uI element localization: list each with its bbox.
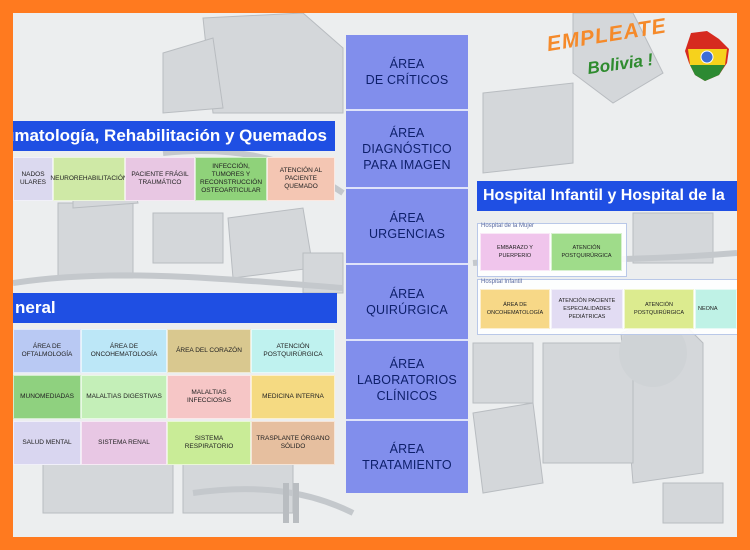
infantil-banner-title: Hospital Infantil y Hospital de la <box>483 187 725 204</box>
area-diagnostico-line3: PARA IMAGEN <box>363 158 451 172</box>
area-tratamiento-line2: TRATAMIENTO <box>362 458 452 472</box>
area-urgencias: ÁREA URGENCIAS <box>346 189 468 265</box>
general-cell-trasplante: TRASPLANTE ÓRGANO SÓLIDO <box>251 421 335 465</box>
area-criticos-line2: DE CRÍTICOS <box>365 73 449 87</box>
infantil-cell-especialidades: ATENCIÓN PACIENTE ESPECIALIDADES PEDIÁTR… <box>551 289 623 329</box>
mujer-cell-postquirurgica: ATENCIÓN POSTQUIRÚRGICA <box>551 233 622 271</box>
trauma-cell-1: NADOS ULARES <box>13 157 53 201</box>
infantil-cell-oncohematologia: ÁREA DE ONCOHEMATOLOGÍA <box>480 289 550 329</box>
area-laboratorios-line2: LABORATORIOS <box>357 373 457 387</box>
area-urgencias-line1: ÁREA <box>389 211 425 225</box>
area-diagnostico-line1: ÁREA <box>389 126 425 140</box>
mujer-cell-embarazo: EMBARAZO Y PUERPERIO <box>480 233 550 271</box>
area-quirurgica-line1: ÁREA <box>389 287 425 301</box>
area-quirurgica: ÁREA QUIRÚRGICA <box>346 265 468 341</box>
area-urgencias-line2: URGENCIAS <box>368 227 446 241</box>
general-cell-oncohematologia: ÁREA DE ONCOHEMATOLOGÍA <box>81 329 167 373</box>
area-tratamiento-line1: ÁREA <box>389 442 425 456</box>
trauma-banner: umatología, Rehabilitación y Quemados <box>13 121 335 151</box>
area-criticos-line1: ÁREA <box>389 57 425 71</box>
trauma-cell-5: ATENCIÓN AL PACIENTE QUEMADO <box>267 157 335 201</box>
area-laboratorios-clinicos: ÁREA LABORATORIOS CLÍNICOS <box>346 341 468 421</box>
area-laboratorios-line3: CLÍNICOS <box>376 389 438 403</box>
empleate-bolivia-logo: EMPLEATE Bolivia ! <box>543 14 733 89</box>
area-quirurgica-line2: QUIRÚRGICA <box>366 303 448 317</box>
general-cell-sistema-renal: SISTEMA RENAL <box>81 421 167 465</box>
infographic-frame: EMPLEATE Bolivia ! umatología, Rehabilit… <box>13 13 737 537</box>
area-laboratorios-line1: ÁREA <box>389 357 425 371</box>
infantil-section-label: Hospital Infantil <box>481 279 523 285</box>
general-cell-infecciosas: MALALTIAS INFECCIOSAS <box>167 375 251 419</box>
area-tratamiento: ÁREA TRATAMIENTO <box>346 421 468 493</box>
general-cell-sistema-respiratorio: SISTEMA RESPIRATORIO <box>167 421 251 465</box>
general-cell-postquirurgica: ATENCIÓN POSTQUIRÚRGICA <box>251 329 335 373</box>
general-cell-inmunomediadas: MUNOMEDIADAS <box>13 375 81 419</box>
general-banner-title: neral <box>15 298 56 317</box>
area-criticos: ÁREA DE CRÍTICOS <box>346 35 468 111</box>
bolivia-map-icon <box>685 31 729 81</box>
infantil-banner: Hospital Infantil y Hospital de la <box>477 181 737 211</box>
general-cell-digestivas: MALALTIAS DIGESTIVAS <box>81 375 167 419</box>
infantil-cell-postquirurgica: ATENCIÓN POSTQUIRÚRGICA <box>624 289 694 329</box>
general-cell-corazon: ÁREA DEL CORAZÓN <box>167 329 251 373</box>
general-cell-oftalmologia: ÁREA DE OFTALMOLOGÍA <box>13 329 81 373</box>
logo-bolivia-text: Bolivia ! <box>586 49 655 79</box>
infantil-cell-neona: NEONA <box>695 289 737 329</box>
trauma-banner-title: umatología, Rehabilitación y Quemados <box>13 126 327 145</box>
general-cell-salud-mental: SALUD MENTAL <box>13 421 81 465</box>
trauma-cell-2: NEUROREHABILITACIÓN <box>50 157 128 201</box>
mujer-section-label: Hospital de la Mujer <box>481 223 535 229</box>
area-diagnostico-line2: DIAGNÓSTICO <box>362 142 452 156</box>
area-diagnostico-imagen: ÁREA DIAGNÓSTICO PARA IMAGEN <box>346 111 468 189</box>
general-cell-medicina-interna: MEDICINA INTERNA <box>251 375 335 419</box>
trauma-cell-3: PACIENTE FRÁGIL TRAUMÁTICO <box>125 157 195 201</box>
general-banner: neral <box>13 293 337 323</box>
trauma-cell-4: INFECCIÓN, TUMORES Y RECONSTRUCCIÓN OSTE… <box>195 157 267 201</box>
